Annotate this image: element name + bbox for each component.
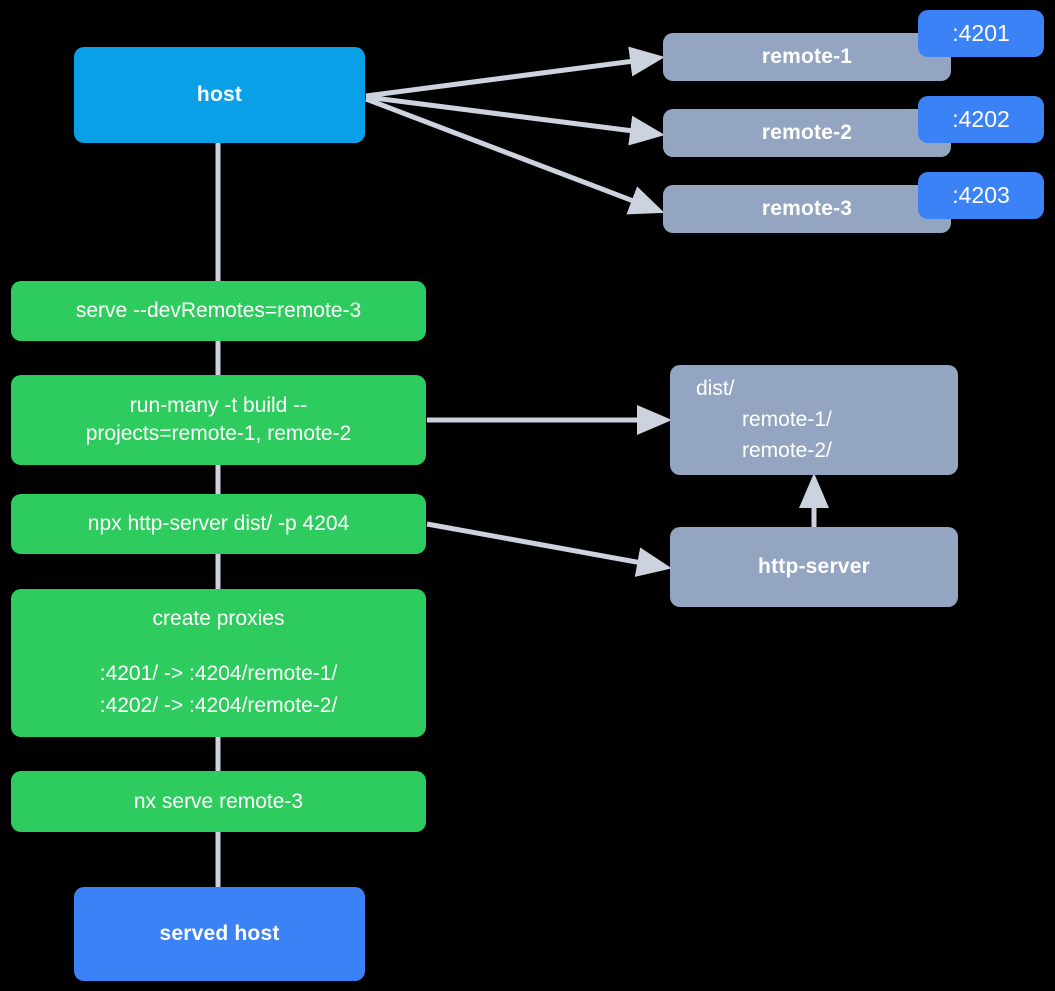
command-create-proxies-mapping-1: :4201/ -> :4204/remote-1/ (99, 662, 338, 686)
port-badge-remote-3-label: :4203 (952, 182, 1010, 209)
node-remote-2-label: remote-2 (761, 121, 853, 145)
command-npx-http-server-label: npx http-server dist/ -p 4204 (87, 512, 350, 536)
port-badge-remote-1[interactable]: :4201 (918, 10, 1044, 57)
port-badge-remote-2[interactable]: :4202 (918, 96, 1044, 143)
command-nx-serve-remote-3[interactable]: nx serve remote-3 (11, 771, 426, 832)
command-run-many-build-text: run-many -t build -- projects=remote-1, … (86, 392, 352, 447)
command-run-many-build-line-2: projects=remote-1, remote-2 (85, 422, 352, 445)
port-badge-remote-1-label: :4201 (952, 20, 1010, 47)
node-dist-directory[interactable]: dist/ remote-1/ remote-2/ (670, 365, 958, 475)
command-npx-http-server[interactable]: npx http-server dist/ -p 4204 (11, 494, 426, 554)
command-nx-serve-remote-3-label: nx serve remote-3 (133, 789, 304, 813)
node-http-server[interactable]: http-server (670, 527, 958, 607)
command-serve-devremotes[interactable]: serve --devRemotes=remote-3 (11, 281, 426, 341)
edge-npx-to-httpserver (426, 521, 672, 577)
edge-host-to-remote-2 (365, 94, 665, 146)
node-remote-1[interactable]: remote-1 (663, 33, 951, 81)
node-remote-2[interactable]: remote-2 (663, 109, 951, 157)
command-serve-devremotes-label: serve --devRemotes=remote-3 (75, 299, 362, 323)
node-remote-3-label: remote-3 (761, 197, 853, 221)
node-dist-directory-text: dist/ remote-1/ remote-2/ (696, 375, 832, 464)
node-dist-root-label: dist/ (696, 377, 735, 401)
command-run-many-build[interactable]: run-many -t build -- projects=remote-1, … (11, 375, 426, 465)
node-remote-1-label: remote-1 (761, 45, 853, 69)
node-remote-3[interactable]: remote-3 (663, 185, 951, 233)
command-create-proxies-mapping-2: :4202/ -> :4204/remote-2/ (99, 693, 338, 717)
node-served-host[interactable]: served host (74, 887, 365, 981)
command-create-proxies-text: create proxies :4201/ -> :4204/remote-1/… (100, 605, 338, 722)
command-create-proxies[interactable]: create proxies :4201/ -> :4204/remote-1/… (11, 589, 426, 737)
node-dist-child-1-label: remote-1/ (742, 408, 832, 432)
edge-host-to-remote-3 (365, 96, 665, 215)
command-create-proxies-title: create proxies (152, 606, 285, 630)
port-badge-remote-2-label: :4202 (952, 106, 1010, 133)
command-run-many-build-line-1: run-many -t build -- (129, 394, 308, 418)
port-badge-remote-3[interactable]: :4203 (918, 172, 1044, 219)
node-served-host-label: served host (159, 922, 280, 946)
node-http-server-label: http-server (758, 555, 870, 579)
node-dist-child-2-label: remote-2/ (742, 438, 832, 462)
edge-host-to-remote-1 (365, 46, 665, 99)
node-host-label: host (196, 83, 243, 107)
node-host[interactable]: host (74, 47, 365, 143)
